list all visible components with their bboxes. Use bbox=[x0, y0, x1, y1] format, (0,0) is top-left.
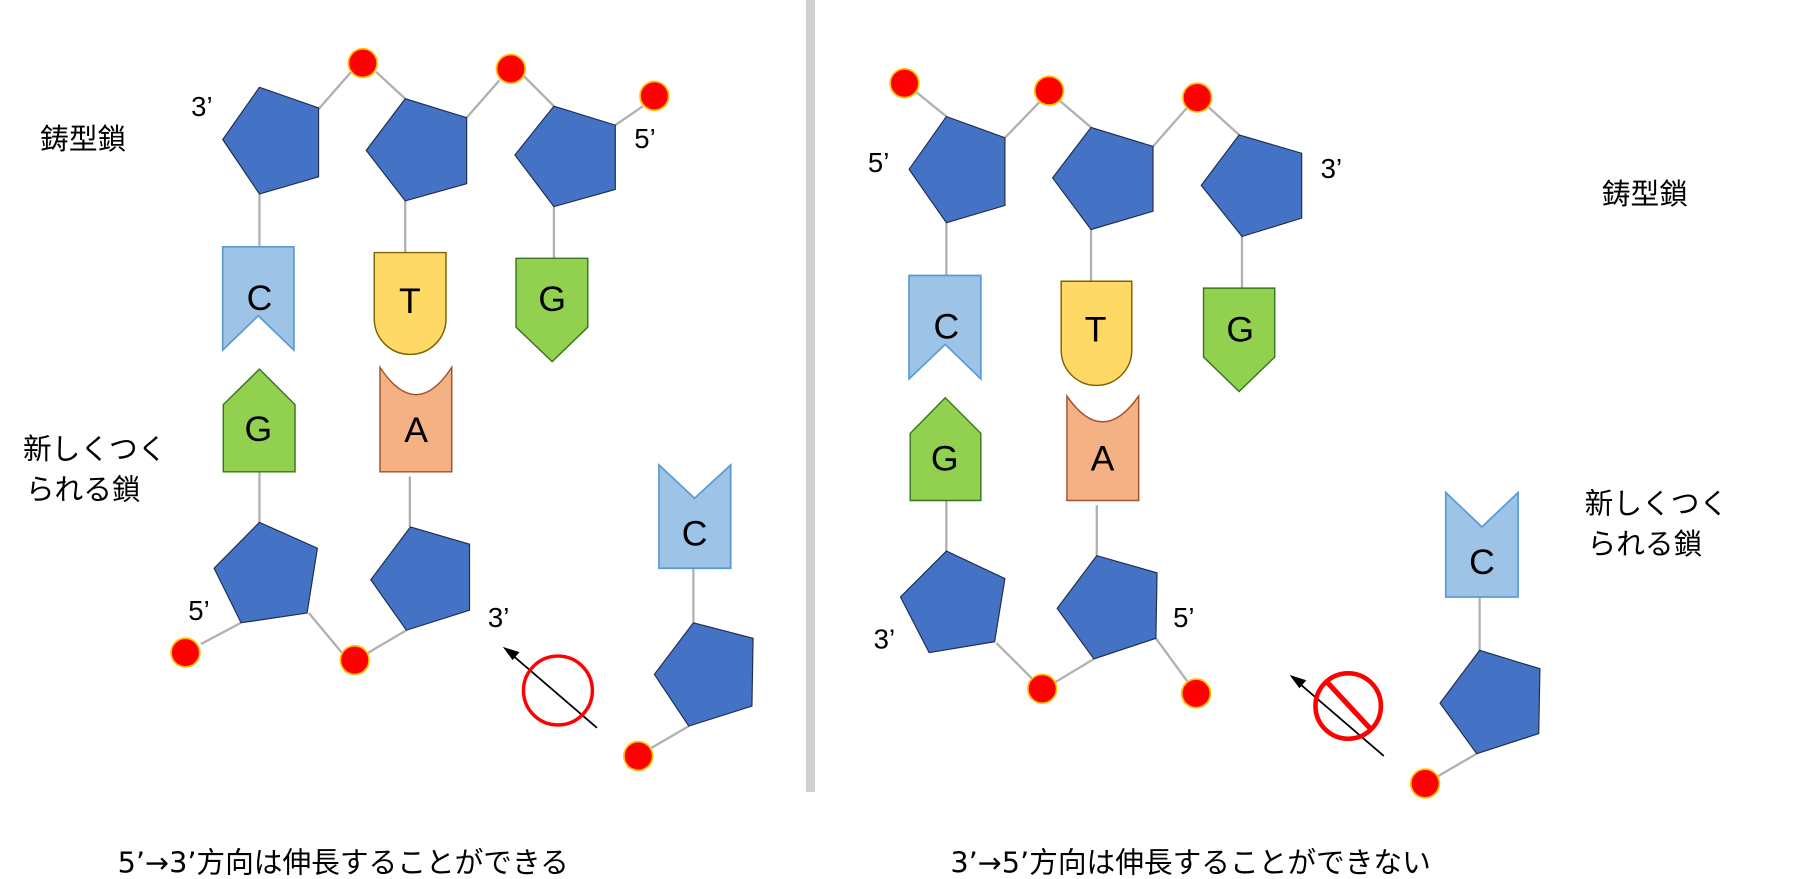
base-letter: T bbox=[399, 281, 421, 321]
right-panel: C T G 3’ G A 5’ C bbox=[889, 68, 1728, 879]
base-a bbox=[379, 364, 453, 473]
new-strand-label: られる鎖 bbox=[1588, 527, 1703, 561]
free-nucleotide: C bbox=[623, 462, 754, 772]
phosphate bbox=[1027, 673, 1058, 705]
template-strand-label: 鋳型鎖 bbox=[40, 122, 126, 156]
new-strand-label: られる鎖 bbox=[26, 472, 141, 506]
sugar-pentagon bbox=[514, 105, 616, 208]
base-c bbox=[908, 274, 982, 381]
caption: 3’→5’方向は伸長することができない bbox=[950, 845, 1430, 879]
phosphate bbox=[1033, 75, 1065, 106]
sugar-pentagon bbox=[653, 622, 754, 727]
phosphate bbox=[495, 53, 527, 85]
phosphate bbox=[639, 80, 670, 112]
phosphate bbox=[1182, 82, 1213, 113]
phosphate bbox=[889, 68, 920, 99]
base-letter: C bbox=[934, 307, 960, 347]
end-label: 5’ bbox=[1173, 602, 1194, 633]
end-label: 3’ bbox=[488, 602, 509, 633]
sugar-pentagon bbox=[899, 550, 1006, 654]
end-label: 3’ bbox=[874, 624, 895, 655]
end-label: 5’ bbox=[634, 123, 655, 154]
base-g bbox=[909, 396, 982, 502]
phosphate bbox=[1409, 768, 1441, 799]
base-letter: T bbox=[1085, 310, 1107, 350]
base-letter: C bbox=[682, 513, 708, 553]
base-letter: G bbox=[1226, 310, 1254, 350]
phosphate bbox=[170, 637, 201, 668]
base-a bbox=[1066, 393, 1140, 502]
base-letter: G bbox=[931, 439, 959, 479]
sugar-pentagon bbox=[370, 526, 471, 631]
base-c bbox=[1444, 490, 1519, 598]
sugar-pentagon bbox=[908, 115, 1006, 224]
end-label: 3’ bbox=[1321, 153, 1342, 184]
base-letter: G bbox=[244, 409, 272, 449]
phosphate bbox=[339, 644, 370, 676]
base-c bbox=[221, 245, 295, 353]
prohibited-icon bbox=[1313, 671, 1384, 742]
base-letter: G bbox=[538, 279, 566, 319]
end-label: 5’ bbox=[868, 147, 889, 178]
base-c bbox=[658, 462, 732, 570]
left-panel: C T G 3’ 5’ G A 5’ 3’ bbox=[23, 47, 895, 879]
arrowhead-icon bbox=[502, 646, 520, 661]
new-strand-label: 新しくつく bbox=[1585, 487, 1728, 521]
new-strand: G A 5’ bbox=[899, 393, 1212, 709]
free-nucleotide: C bbox=[1409, 490, 1541, 799]
base-t bbox=[373, 251, 447, 356]
phosphate bbox=[1180, 678, 1212, 709]
sugar-pentagon bbox=[1051, 126, 1154, 231]
arrowhead-icon bbox=[1289, 675, 1307, 689]
phosphate bbox=[347, 47, 378, 79]
allowed-circle-icon bbox=[521, 654, 595, 727]
template-strand: C T G 3’ bbox=[889, 68, 1342, 393]
sugar-pentagon bbox=[365, 98, 468, 202]
sugar-pentagon bbox=[1056, 554, 1158, 660]
caption: 5’→3’方向は伸長することができる bbox=[118, 845, 569, 879]
base-letter: C bbox=[247, 278, 273, 318]
base-g bbox=[515, 257, 589, 363]
panel-divider bbox=[806, 0, 815, 792]
end-label: 3’ bbox=[191, 91, 212, 122]
new-strand-label: 新しくつく bbox=[23, 432, 166, 466]
base-letter: C bbox=[1469, 542, 1495, 582]
sugar-pentagon bbox=[1200, 134, 1303, 238]
sugar-pentagon bbox=[1439, 649, 1541, 755]
template-strand: C T G 3’ 5’ bbox=[191, 47, 670, 363]
sugar-pentagon bbox=[213, 521, 319, 624]
template-strand-label: 鋳型鎖 bbox=[1602, 177, 1688, 211]
new-strand: G A 5’ 3’ bbox=[170, 364, 509, 676]
base-g bbox=[1202, 287, 1276, 393]
base-t bbox=[1060, 280, 1133, 387]
base-g bbox=[222, 368, 296, 473]
base-letter: A bbox=[404, 410, 428, 450]
phosphate bbox=[623, 740, 654, 772]
end-label: 5’ bbox=[188, 595, 209, 626]
base-letter: A bbox=[1091, 439, 1115, 479]
extension-arrow bbox=[1289, 675, 1385, 757]
sugar-pentagon bbox=[222, 86, 320, 195]
